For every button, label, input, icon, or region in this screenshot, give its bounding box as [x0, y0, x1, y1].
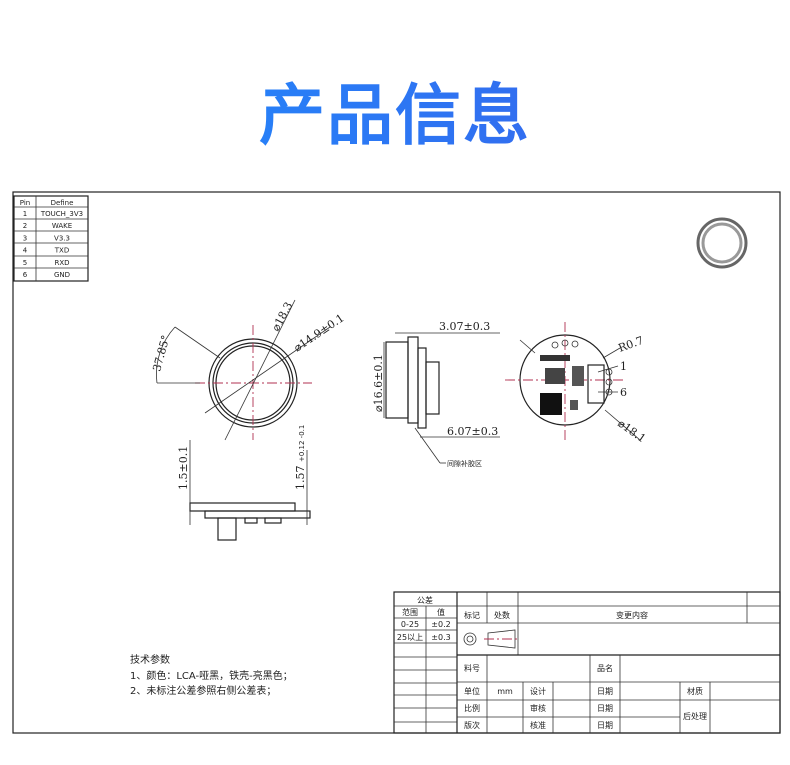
pin-define: GND [54, 271, 70, 279]
thickness-dimension: 3.07±0.3 [439, 320, 490, 333]
inner-diameter-dimension: ⌀14.9±0.1 [291, 311, 346, 354]
pin-define: V3.3 [54, 234, 70, 242]
pin-number: 1 [23, 210, 27, 218]
date-label: 日期 [597, 687, 613, 696]
pin1-label: 1 [620, 360, 627, 373]
side-diameter-dimension: ⌀16.6±0.1 [372, 354, 385, 412]
page-title: 产品信息 [0, 62, 790, 158]
pin-define: RXD [54, 259, 69, 267]
note-line: 1、颜色：LCA-哑黑，铁壳-亮黑色； [130, 669, 293, 682]
material-label: 材质 [687, 686, 703, 696]
glue-area-label: 间隙补胶区 [447, 459, 482, 468]
notes-heading: 技术参数 [130, 653, 170, 666]
pin-define: TXD [54, 247, 69, 255]
approve-label: 核准 [530, 720, 546, 730]
product-ring-image [696, 217, 748, 269]
tol-value: ±0.2 [431, 620, 450, 629]
tolerance-label: 公差 [417, 595, 433, 605]
side-view: 3.07±0.3 ⌀16.6±0.1 6.07±0.3 间隙补胶区 [372, 320, 500, 468]
total-height-dimension: 6.07±0.3 [447, 425, 498, 438]
pcb-view: R0.7 1 6 ⌀18.1 [505, 322, 648, 445]
tol-value: ±0.3 [431, 633, 450, 642]
scale-label: 比例 [464, 703, 480, 713]
mark-label: 标记 [464, 610, 480, 620]
date-label: 日期 [597, 704, 613, 713]
pin-table: Pin Define 1 TOUCH_3V3 2 WAKE 3 V3.3 4 TXD 5 RXD 6… [13, 195, 89, 282]
bottom-profile-view: 1.5±0.1 1.57 +0.12 -0.1 [177, 425, 311, 541]
design-label: 设计 [530, 686, 546, 696]
radius-dimension: R0.7 [617, 334, 646, 355]
value-label: 值 [437, 607, 445, 617]
count-label: 处数 [494, 610, 510, 620]
pin6-label: 6 [620, 386, 627, 399]
tol-range: 0-25 [401, 620, 419, 629]
pin-define: TOUCH_3V3 [40, 210, 83, 218]
change-label: 变更内容 [616, 610, 648, 620]
define-header: Define [51, 199, 74, 207]
pin-header: Pin [20, 199, 30, 207]
tol-range: 25以上 [397, 633, 423, 642]
pcb-diameter-dimension: ⌀18.1 [615, 417, 648, 446]
technical-notes: 技术参数 1、颜色：LCA-哑黑，铁壳-亮黑色； 2、未标注公差参照右侧公差表； [130, 653, 293, 697]
bottom-right-dimension: 1.57 [294, 466, 307, 491]
outer-diameter-dimension: ⌀18.3 [269, 300, 295, 334]
unit-value: mm [497, 687, 513, 696]
pin-define: WAKE [52, 222, 72, 230]
review-label: 审核 [530, 703, 546, 713]
pin-number: 2 [23, 222, 27, 230]
range-label: 范围 [402, 607, 418, 617]
angle-dimension: 37.85° [150, 334, 172, 373]
unit-label: 单位 [464, 686, 480, 696]
version-label: 版次 [464, 720, 480, 730]
title-block: 公差 范围 值 0-25 ±0.2 25以上 ±0.3 标记 处数 变更内容 料… [393, 591, 781, 734]
pin-number: 4 [23, 247, 28, 255]
part-no-label: 料号 [464, 663, 480, 673]
pin-number: 5 [23, 259, 27, 267]
bottom-right-tolerance: +0.12 -0.1 [298, 425, 306, 462]
pin-number: 6 [23, 271, 28, 279]
drawing-frame [12, 191, 781, 734]
post-process-label: 后处理 [683, 711, 707, 721]
bottom-left-dimension: 1.5±0.1 [177, 446, 190, 490]
date-label: 日期 [597, 721, 613, 730]
pin-number: 3 [23, 234, 27, 242]
note-line: 2、未标注公差参照右侧公差表； [130, 684, 276, 697]
product-name-label: 品名 [597, 663, 613, 673]
front-view: 37.85° ⌀18.3 ⌀14.9±0.1 [150, 299, 347, 441]
